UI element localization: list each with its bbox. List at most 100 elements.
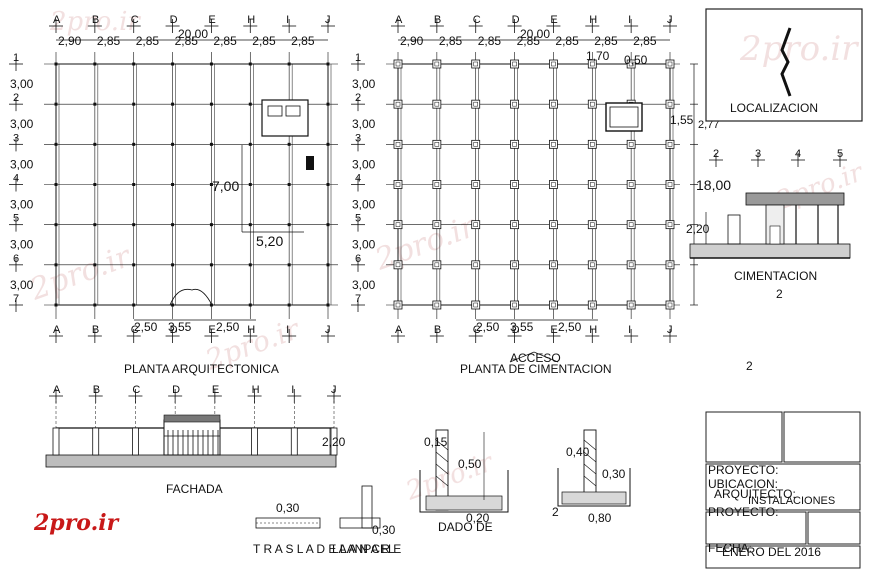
post-dot <box>93 142 97 146</box>
footing-mark-inner <box>395 302 401 308</box>
post-dot <box>171 62 175 66</box>
footing-mark <box>665 139 675 149</box>
section-axis: 3 <box>755 148 761 160</box>
footing-mark-inner <box>590 142 595 147</box>
logo-text: 2pro.ir <box>33 510 120 536</box>
tb-overlap: INSTALACIONES <box>748 495 835 507</box>
pier-ties <box>435 439 449 487</box>
footing-mark <box>393 220 403 230</box>
footing-mark <box>510 300 519 310</box>
left-dim-2: 3,00 <box>10 157 34 171</box>
col-axis-bottom: D <box>170 324 178 336</box>
title-cell <box>807 511 861 545</box>
footing-mark-inner <box>551 61 556 67</box>
facade-title: FACHADA <box>166 482 223 496</box>
lap-dim-a: 0,30 <box>276 501 300 515</box>
section-axis: 2 <box>713 148 719 160</box>
footing-mark <box>587 99 597 109</box>
post-dot <box>132 183 136 186</box>
lap-title: T R A S L A D E L A N A R E <box>253 542 401 556</box>
section-height-dim: 2,20 <box>686 222 710 236</box>
post-dot <box>326 303 330 307</box>
footing-mark-inner <box>667 262 673 268</box>
footing-mark <box>432 300 442 310</box>
access-arrow <box>509 351 559 363</box>
sheet-number: 2 <box>746 359 753 373</box>
footing-mark <box>626 300 636 310</box>
col-axis-top: B <box>92 14 99 26</box>
tb-proyecto: PROYECTO: <box>708 463 778 477</box>
footing-mark-inner <box>628 61 634 67</box>
top-total-dim: 20,00 <box>178 27 208 41</box>
col-axis-bottom: H <box>589 324 597 336</box>
footing-mark-inner <box>628 262 634 268</box>
facade-ground <box>45 454 337 468</box>
footing-mark-inner <box>667 142 673 147</box>
post-dot <box>171 263 175 267</box>
post-dot <box>132 62 136 66</box>
top-dim-4: 2,85 <box>555 34 579 48</box>
footing-mark <box>471 300 481 310</box>
footing-mark <box>587 220 597 230</box>
watermark-text: 2pro.ir <box>771 157 868 217</box>
top-dim-1: 2,85 <box>97 34 121 48</box>
footing-mark <box>587 139 597 149</box>
row-axis: 1 <box>355 52 361 64</box>
footing-mark <box>510 59 519 69</box>
col-axis-top: C <box>131 14 139 26</box>
footing-mark-inner <box>395 61 401 67</box>
tb-fecha-value: ENERO DEL 2016 <box>722 545 821 559</box>
post-dot <box>248 183 252 186</box>
post-dot <box>93 102 97 106</box>
row-axis: 6 <box>355 253 361 265</box>
tb-proyecto2: PROYECTO: <box>708 505 778 519</box>
left-dim-3: 3,00 <box>10 198 34 212</box>
footing-mark <box>432 59 442 69</box>
post-dot <box>171 183 175 186</box>
facade-post <box>92 427 100 456</box>
footing-mark <box>393 59 403 69</box>
row-axis: 7 <box>13 293 19 305</box>
footing-mark <box>549 260 558 270</box>
footing-mark-inner <box>628 142 634 147</box>
row-axis: 7 <box>355 293 361 305</box>
footing-mark-inner <box>512 101 517 107</box>
footing-dim-030: 0,30 <box>602 467 626 481</box>
watermark-text: 2pro.ir <box>739 29 859 69</box>
post-dot <box>287 263 291 267</box>
col-axis-bottom: A <box>395 324 403 336</box>
footing-mark-inner <box>512 222 517 227</box>
facade-axis: C <box>132 384 140 396</box>
post-dot <box>326 102 330 106</box>
facade-axis: D <box>172 384 180 396</box>
footing-excavation <box>557 468 631 507</box>
post-dot <box>132 263 136 267</box>
col-axis-top: E <box>208 14 215 26</box>
post-dot <box>54 183 58 186</box>
detail-dim-050: 0,50 <box>624 53 648 67</box>
footing-mark-inner <box>473 61 478 67</box>
detail-dim-155: 1,55 <box>670 113 694 127</box>
title-cell <box>705 511 807 545</box>
col-axis-bottom: D <box>512 324 520 336</box>
brand-logo: 2pro.ir <box>33 510 120 536</box>
title-cell <box>705 411 783 463</box>
bottom-dim-1: 3,55 <box>168 320 192 334</box>
footing-mark-inner <box>551 101 556 107</box>
col-axis-bottom: B <box>92 324 99 336</box>
footing-mark <box>626 139 636 149</box>
title-block: PROYECTO: UBICACION: ARQUITECTO: INSTALA… <box>705 411 861 569</box>
top-dim-4: 2,85 <box>213 34 237 48</box>
col-axis-top: J <box>667 14 673 26</box>
post-dot <box>54 303 58 307</box>
lap-detail: 0,30 0,30 T R A S L A D E L A N A R E LA… <box>253 485 401 556</box>
location-frame <box>705 8 863 122</box>
footing-mark-inner <box>473 302 478 308</box>
bottom-dim-1: 3,55 <box>510 320 534 334</box>
left-dim-2: 3,00 <box>352 157 376 171</box>
col-axis-bottom: I <box>628 324 631 336</box>
col-axis-top: A <box>395 14 403 26</box>
pier-dim-020: 0,20 <box>466 511 490 525</box>
